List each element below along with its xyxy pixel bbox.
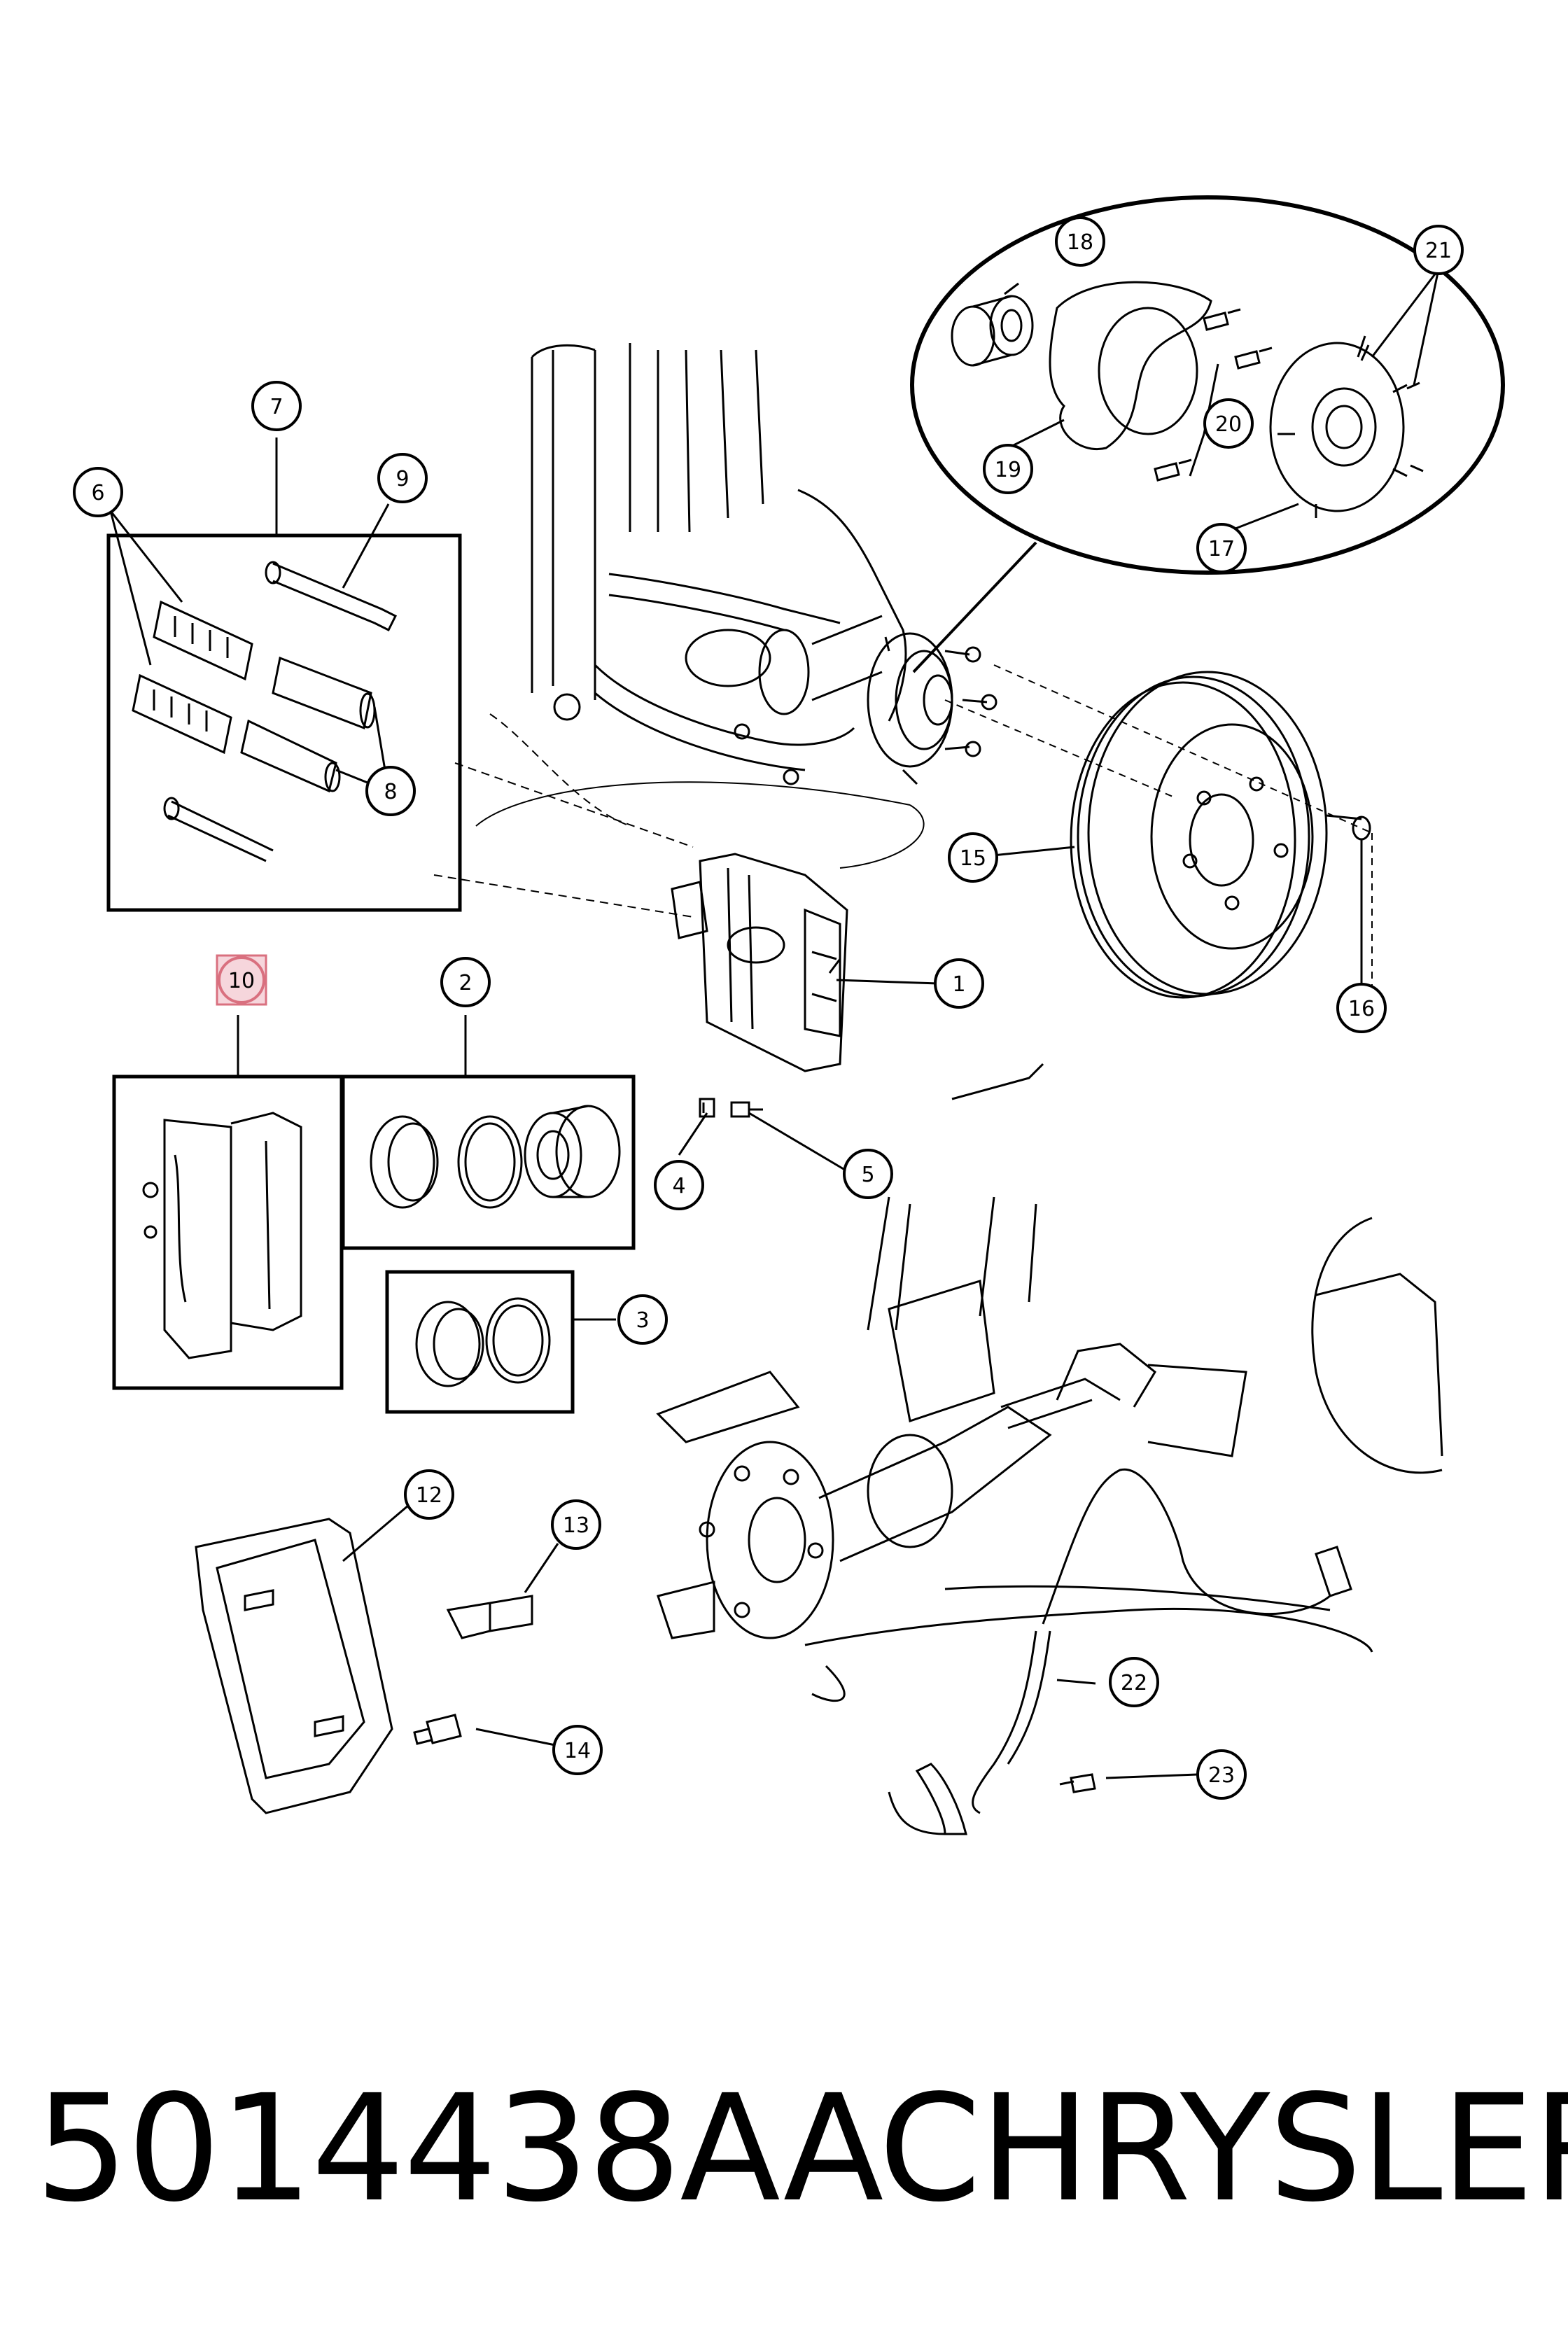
manufacturer-name: CHRYSLER bbox=[878, 2063, 1568, 2234]
svg-text:4: 4 bbox=[672, 1174, 685, 1198]
splash-shield bbox=[1049, 281, 1212, 450]
callout-17[interactable]: 17 bbox=[1196, 523, 1247, 573]
piston-seal-box bbox=[341, 1074, 636, 1250]
guide-pin-kit-parts bbox=[132, 561, 398, 862]
knuckle-hub bbox=[867, 632, 997, 785]
svg-text:10: 10 bbox=[228, 969, 255, 993]
part-number: 5014438AA bbox=[35, 2063, 883, 2234]
svg-text:18: 18 bbox=[1067, 230, 1093, 255]
seal-kit-box bbox=[385, 1270, 575, 1414]
svg-text:15: 15 bbox=[960, 846, 986, 871]
front-suspension-lower bbox=[656, 1196, 1443, 1702]
callout-3[interactable]: 3 bbox=[617, 1294, 668, 1345]
seal-kit bbox=[415, 1297, 551, 1387]
brake-pad-box bbox=[112, 1074, 344, 1390]
callout-7[interactable]: 7 bbox=[251, 381, 302, 431]
hub-detail-inset bbox=[910, 195, 1505, 575]
svg-text:6: 6 bbox=[91, 481, 104, 505]
callouts: 1 2 3 4 5 6 7 8 bbox=[73, 216, 1464, 1800]
bleeder-parts bbox=[699, 1098, 763, 1118]
brake-pads bbox=[142, 1112, 302, 1359]
callout-10[interactable]: 10 bbox=[216, 954, 267, 1006]
svg-text:23: 23 bbox=[1208, 1763, 1235, 1788]
svg-text:7: 7 bbox=[270, 395, 283, 419]
callout-8[interactable]: 8 bbox=[365, 766, 416, 816]
svg-text:14: 14 bbox=[564, 1739, 591, 1763]
shield-bolts bbox=[1154, 308, 1273, 482]
brake-rotor bbox=[1070, 671, 1328, 999]
wheel-bearing bbox=[951, 295, 1034, 367]
svg-text:13: 13 bbox=[563, 1513, 589, 1538]
callout-14[interactable]: 14 bbox=[552, 1725, 603, 1775]
svg-text:22: 22 bbox=[1121, 1671, 1147, 1695]
callout-12[interactable]: 12 bbox=[404, 1469, 454, 1520]
callout-22[interactable]: 22 bbox=[1109, 1657, 1159, 1707]
callout-15[interactable]: 15 bbox=[948, 832, 998, 883]
svg-text:2: 2 bbox=[458, 971, 472, 995]
svg-text:19: 19 bbox=[995, 458, 1021, 482]
svg-text:16: 16 bbox=[1348, 997, 1375, 1021]
piston-seal-kit bbox=[370, 1105, 621, 1209]
brake-caliper bbox=[671, 853, 848, 1072]
abs-sensor-harness bbox=[888, 1468, 1352, 1835]
callout-20[interactable]: 20 bbox=[1203, 398, 1254, 449]
footer: 5014438AA CHRYSLER bbox=[0, 2044, 1568, 2254]
guide-pin-kit-box bbox=[106, 533, 462, 912]
callout-5[interactable]: 5 bbox=[843, 1149, 893, 1199]
sensor-bolt bbox=[1059, 1773, 1096, 1793]
svg-text:9: 9 bbox=[396, 467, 409, 491]
callout-18[interactable]: 18 bbox=[1055, 216, 1105, 267]
callout-4[interactable]: 4 bbox=[654, 1160, 704, 1210]
callout-13[interactable]: 13 bbox=[551, 1499, 601, 1550]
svg-text:21: 21 bbox=[1425, 239, 1452, 263]
svg-text:20: 20 bbox=[1215, 412, 1242, 437]
leader-lines bbox=[109, 269, 1440, 1779]
callout-19[interactable]: 19 bbox=[983, 444, 1033, 494]
caliper-adapter bbox=[195, 1518, 393, 1814]
front-suspension-upper bbox=[531, 343, 907, 785]
pad-clip bbox=[446, 1595, 533, 1639]
svg-text:8: 8 bbox=[384, 780, 397, 804]
svg-text:17: 17 bbox=[1208, 537, 1235, 561]
hub-flange bbox=[1269, 335, 1408, 518]
svg-text:12: 12 bbox=[416, 1483, 442, 1508]
callout-9[interactable]: 9 bbox=[377, 453, 428, 503]
rotor-retainer-clip bbox=[1352, 816, 1371, 841]
callout-1[interactable]: 1 bbox=[934, 958, 984, 1009]
svg-text:1: 1 bbox=[952, 972, 965, 997]
callout-2[interactable]: 2 bbox=[440, 957, 491, 1007]
svg-text:5: 5 bbox=[861, 1163, 874, 1187]
callout-23[interactable]: 23 bbox=[1196, 1749, 1247, 1800]
adapter-bolt bbox=[413, 1714, 462, 1745]
callout-16[interactable]: 16 bbox=[1336, 983, 1387, 1033]
wheel-studs bbox=[1360, 344, 1424, 472]
callout-6[interactable]: 6 bbox=[73, 467, 123, 517]
svg-text:3: 3 bbox=[636, 1308, 649, 1333]
callout-21[interactable]: 21 bbox=[1413, 225, 1464, 275]
